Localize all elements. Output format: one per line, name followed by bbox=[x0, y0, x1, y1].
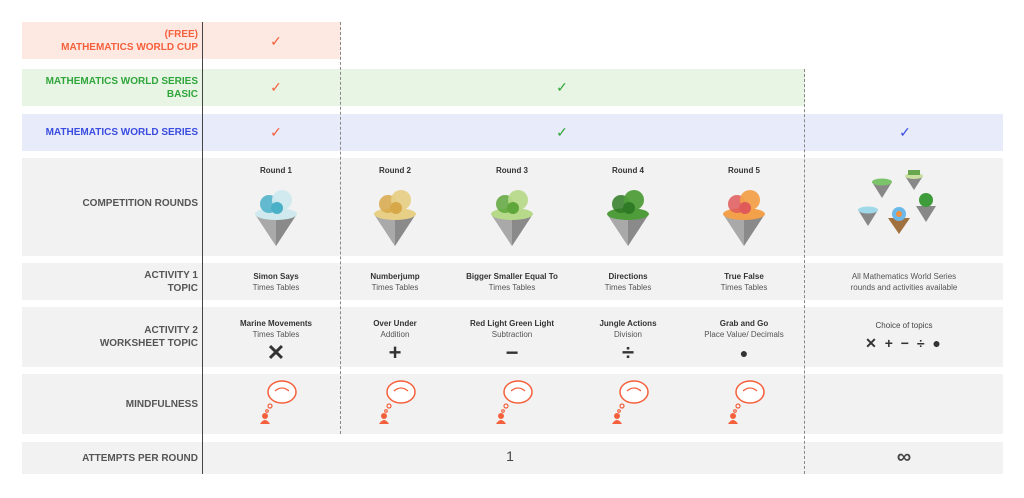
series-basic-check-icon: ✓ bbox=[556, 124, 568, 140]
free-label-line2: MATHEMATICS WORLD CUP bbox=[61, 42, 198, 53]
activity2-title: Red Light Green Light bbox=[470, 319, 554, 328]
attempts-rounds-value: 1 bbox=[506, 448, 514, 464]
basic-free-check-icon: ✓ bbox=[270, 79, 282, 95]
activity1-title: Simon Says bbox=[253, 272, 299, 281]
all-series-operators: ✕ + − ÷ ● bbox=[865, 335, 943, 351]
free-divider-dashed bbox=[340, 22, 341, 434]
free-label-line1: (FREE) bbox=[164, 29, 198, 40]
floating-island-desert-icon bbox=[370, 184, 420, 253]
activity1-subtitle: Times Tables bbox=[488, 283, 536, 292]
activity2-subtitle: Addition bbox=[380, 330, 410, 339]
round-title: Round 2 bbox=[379, 166, 411, 175]
free-row-label: (FREE) MATHEMATICS WORLD CUP bbox=[22, 28, 198, 54]
activity2-cell: Grab and Go Place Value/ Decimals bbox=[684, 318, 804, 340]
basic-row-bg bbox=[22, 69, 805, 106]
mindfulness-thought-icon bbox=[494, 379, 534, 430]
series-label: MATHEMATICS WORLD SERIES bbox=[45, 127, 198, 138]
activity2-subtitle: Place Value/ Decimals bbox=[704, 330, 784, 339]
mindfulness-thought-icon bbox=[726, 379, 766, 430]
all-series-activity2: Choice of topics bbox=[804, 320, 1004, 331]
activity1-label-line2: TOPIC bbox=[167, 283, 198, 294]
series-check-icon: ✓ bbox=[899, 124, 911, 140]
activity1-subtitle: Times Tables bbox=[604, 283, 652, 292]
attempts-label: ATTEMPTS PER ROUND bbox=[82, 453, 198, 464]
activity2-title: Over Under bbox=[373, 319, 417, 328]
operator-icon: ÷ bbox=[621, 340, 635, 365]
activity2-subtitle: Division bbox=[613, 330, 642, 339]
basic-label-line2: BASIC bbox=[166, 89, 198, 100]
mindfulness-label: MINDFULNESS bbox=[125, 399, 198, 410]
series-row-label: MATHEMATICS WORLD SERIES bbox=[22, 126, 198, 139]
activity2-title: Jungle Actions bbox=[599, 319, 657, 328]
attempts-infinity-value: ∞ bbox=[896, 446, 912, 468]
attempts-row-bg bbox=[22, 442, 1003, 474]
activity1-label-line1: ACTIVITY 1 bbox=[144, 270, 198, 281]
activity2-label-line2: WORKSHEET TOPIC bbox=[99, 338, 198, 349]
operator-icon: ● bbox=[739, 345, 749, 361]
round-title: Round 1 bbox=[260, 166, 292, 175]
activity1-row-label: ACTIVITY 1 TOPIC bbox=[22, 269, 198, 295]
attempts-row-label: ATTEMPTS PER ROUND bbox=[22, 452, 198, 465]
mindfulness-thought-icon bbox=[610, 379, 650, 430]
mindfulness-row-label: MINDFULNESS bbox=[22, 398, 198, 411]
activity2-row-label: ACTIVITY 2 WORKSHEET TOPIC bbox=[22, 324, 198, 350]
activity1-row-bg bbox=[22, 263, 1003, 300]
rounds-row-label: COMPETITION ROUNDS bbox=[22, 197, 198, 210]
activity2-label-line1: ACTIVITY 2 bbox=[144, 325, 198, 336]
round-title: Round 4 bbox=[612, 166, 644, 175]
activity2-title: Marine Movements bbox=[239, 319, 313, 328]
free-row-bg bbox=[22, 22, 341, 59]
all-series-a1-line1: All Mathematics World Series bbox=[851, 272, 957, 281]
operator-icon: − bbox=[505, 340, 519, 365]
label-divider bbox=[202, 22, 203, 474]
basic-label-line1: MATHEMATICS WORLD SERIES bbox=[45, 76, 198, 87]
basic-row-label: MATHEMATICS WORLD SERIES BASIC bbox=[22, 75, 198, 101]
activity1-cell: Bigger Smaller Equal To Times Tables bbox=[452, 271, 572, 293]
activity1-subtitle: Times Tables bbox=[371, 283, 419, 292]
activity1-title: Numberjump bbox=[370, 272, 420, 281]
operator-icon: + bbox=[388, 340, 402, 365]
operator-icon: ✕ bbox=[266, 340, 286, 365]
activity2-subtitle: Times Tables bbox=[252, 330, 300, 339]
floating-island-ocean-icon bbox=[251, 184, 301, 253]
free-check-icon: ✓ bbox=[270, 33, 282, 49]
activity1-subtitle: Times Tables bbox=[720, 283, 768, 292]
round-title: Round 5 bbox=[728, 166, 760, 175]
activity2-row-bg bbox=[22, 307, 1003, 367]
rounds-label: COMPETITION ROUNDS bbox=[82, 198, 198, 209]
all-series-activity1: All Mathematics World Series rounds and … bbox=[804, 271, 1004, 293]
series-free-check-icon: ✓ bbox=[270, 124, 282, 140]
activity1-title: Bigger Smaller Equal To bbox=[466, 272, 558, 281]
activity2-title: Grab and Go bbox=[719, 319, 769, 328]
activity1-title: True False bbox=[724, 272, 764, 281]
basic-divider-dashed bbox=[804, 69, 805, 474]
series-row-bg bbox=[22, 114, 1003, 151]
activity1-title: Directions bbox=[608, 272, 648, 281]
basic-check-icon: ✓ bbox=[556, 79, 568, 95]
floating-island-grass-icon bbox=[487, 184, 537, 253]
floating-island-jungle-icon bbox=[603, 184, 653, 253]
island-cluster-icon bbox=[850, 164, 950, 244]
activity1-subtitle: Times Tables bbox=[252, 283, 300, 292]
activity2-subtitle: Subtraction bbox=[491, 330, 533, 339]
round-title: Round 3 bbox=[496, 166, 528, 175]
mindfulness-thought-icon bbox=[377, 379, 417, 430]
all-series-a2-title: Choice of topics bbox=[875, 321, 933, 330]
mindfulness-thought-icon bbox=[258, 379, 298, 430]
floating-island-space-icon bbox=[719, 184, 769, 253]
all-series-a1-line2: rounds and activities available bbox=[850, 283, 958, 292]
